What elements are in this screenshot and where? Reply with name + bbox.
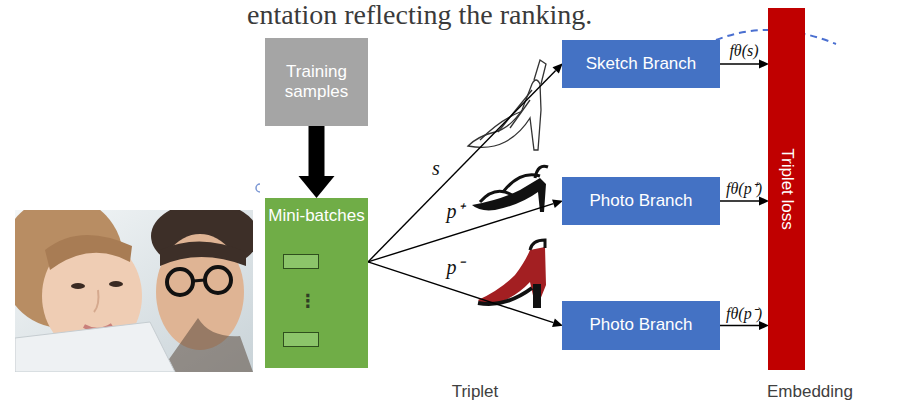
shoe-outline — [468, 80, 541, 150]
glasses-bridge — [193, 280, 205, 281]
sample-box: Training samples — [265, 38, 368, 126]
man-fringe — [160, 241, 246, 266]
glasses — [167, 269, 193, 295]
section-label: Embedding — [767, 382, 853, 402]
batch-box: Mini-batches — [265, 198, 368, 368]
slide-title-fragment: entation reflecting the ranking. — [247, 0, 592, 31]
sandal-sole — [472, 178, 546, 212]
node-text: Photo Branch — [589, 315, 692, 335]
woman-nose — [94, 290, 99, 312]
loss-bar: Triplet loss — [768, 8, 805, 370]
edge-label: fθ(s) — [729, 42, 758, 60]
man-beard — [160, 318, 253, 372]
sandal-photo — [472, 166, 548, 212]
branch-box: Photo Branch — [562, 177, 720, 225]
block-arrow — [309, 126, 325, 176]
edge-label: fθ(p⁻) — [726, 302, 762, 324]
node-text: Triplet loss — [776, 148, 796, 230]
node-text: Mini-batches — [268, 206, 364, 226]
arrow-line — [720, 200, 759, 201]
sandal-strap — [535, 166, 548, 178]
shoe-strap — [480, 112, 520, 140]
glasses — [205, 267, 231, 293]
heel-block — [533, 284, 541, 308]
heel-sole — [478, 288, 532, 304]
arrow-line — [720, 325, 759, 326]
shoe-strap — [534, 60, 546, 84]
batch-slot — [283, 254, 319, 269]
woman-eye — [71, 283, 85, 289]
edge-label: fθ(p⁺) — [726, 177, 762, 199]
red-heel-photo — [478, 240, 546, 308]
sandal-strap — [480, 191, 512, 202]
node-text: Training samples — [265, 62, 368, 103]
branch-box: Photo Branch — [562, 301, 720, 350]
people-photo — [15, 210, 253, 372]
edge-label: s — [432, 157, 440, 180]
node-text: Sketch Branch — [586, 54, 697, 74]
stray-mark — [256, 184, 260, 192]
arrow-line — [720, 63, 759, 64]
batch-slot — [283, 332, 319, 347]
woman-eye — [109, 281, 123, 287]
ellipsis-mark: ⋮ — [299, 290, 317, 311]
sketch-shoe — [468, 60, 546, 150]
branch-box: Sketch Branch — [562, 40, 720, 88]
arrow-line — [368, 70, 556, 261]
section-label: Triplet — [452, 382, 499, 402]
edge-label: p⁺ — [447, 197, 464, 224]
node-text: Photo Branch — [589, 191, 692, 211]
tablet — [15, 322, 175, 372]
heel-strap — [530, 240, 545, 250]
edge-label: p⁻ — [447, 253, 464, 280]
woman-fringe — [45, 235, 132, 270]
